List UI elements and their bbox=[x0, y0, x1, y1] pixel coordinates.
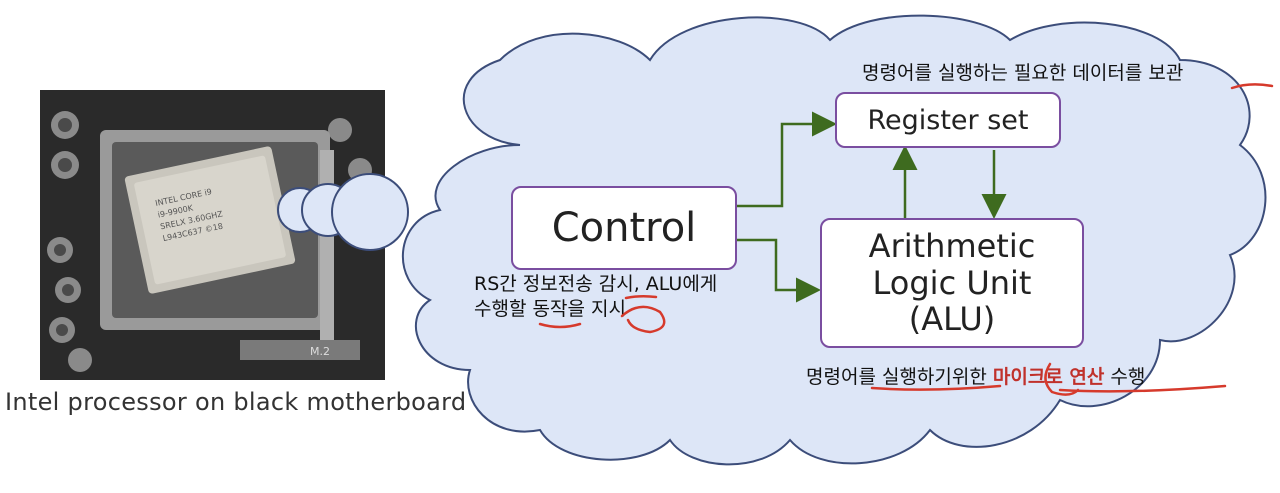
photo-caption: Intel processor on black motherboard bbox=[5, 388, 467, 416]
alu-line-3: (ALU) bbox=[908, 300, 996, 339]
alu-note-highlight: 마이크로 연산 bbox=[992, 366, 1105, 388]
control-note: RS간 정보전송 감시, ALU에게 수행할 동작을 지시 bbox=[474, 272, 717, 321]
alu-note-before: 명령어를 실행하기위한 bbox=[806, 366, 993, 388]
control-note-line1: RS간 정보전송 감시, ALU에게 bbox=[474, 273, 718, 295]
alu-line-1: Arithmetic bbox=[868, 226, 1036, 265]
alu-box: Arithmetic Logic Unit (ALU) bbox=[820, 218, 1084, 348]
register-note: 명령어를 실행하는 필요한 데이터를 보관 bbox=[862, 62, 1184, 84]
alu-note-after: 수행 bbox=[1104, 366, 1146, 388]
alu-line-2: Logic Unit bbox=[872, 263, 1032, 302]
processor-photo: INTEL CORE i9 i9-9900K SRELX 3.60GHZ L94… bbox=[40, 90, 385, 380]
register-set-box: Register set bbox=[835, 92, 1061, 148]
control-note-line2: 수행할 동작을 지시 bbox=[474, 297, 626, 320]
alu-note: 명령어를 실행하기위한 마이크로 연산 수행 bbox=[806, 362, 1145, 389]
control-box: Control bbox=[511, 186, 737, 270]
board-label: M.2 bbox=[310, 345, 330, 358]
